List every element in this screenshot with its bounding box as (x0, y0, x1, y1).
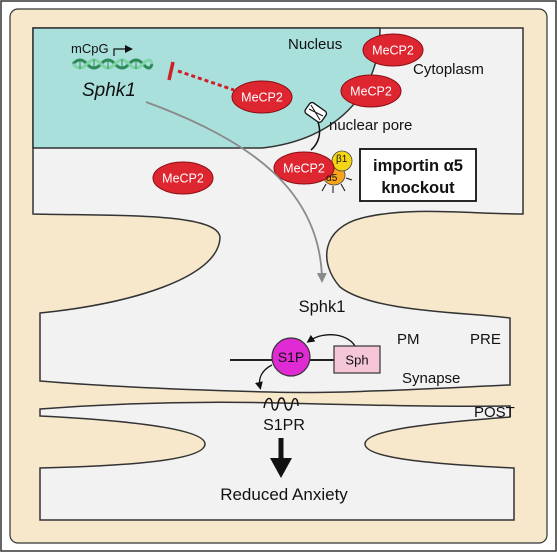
cytoplasm-label: Cytoplasm (413, 61, 484, 78)
receptor-icon (263, 397, 299, 411)
importin-knockout-box (359, 148, 477, 202)
post-label: POST (474, 404, 515, 421)
importin-label: importin α5 (373, 157, 463, 175)
down-arrow-icon (270, 458, 292, 478)
sphk1-protein-label: Sphk1 (299, 298, 346, 316)
alpha5-label: α5 (326, 173, 338, 184)
pore-connector (310, 121, 321, 151)
knockout-label: knockout (381, 179, 455, 197)
svg-text:MeCP2: MeCP2 (350, 85, 392, 99)
pre-label: PRE (470, 331, 501, 348)
outcome-label: Reduced Anxiety (220, 485, 348, 504)
mecp2-protein: MeCP2 (340, 74, 402, 108)
nuclear-pore-label: nuclear pore (329, 117, 412, 134)
mcpg-label: mCpG (71, 41, 109, 56)
sparkle-icon (321, 177, 353, 193)
svg-text:MeCP2: MeCP2 (241, 91, 283, 105)
sph-box (333, 345, 381, 374)
transcription-start-arrow-icon (113, 45, 133, 56)
phosphorylation-arrow (306, 334, 357, 349)
s1pr-label: S1PR (263, 417, 305, 434)
nuclear-pore-icon (304, 101, 328, 123)
pm-label: PM (397, 331, 420, 348)
beta1-label: β1 (336, 154, 348, 165)
mecp2-protein: MeCP2 (231, 80, 293, 114)
svg-text:MeCP2: MeCP2 (162, 172, 204, 186)
sphk1-gene-label: Sphk1 (82, 80, 136, 101)
expression-arrow (145, 101, 327, 283)
importin-complex: MeCP2 β1 α5 (273, 150, 353, 193)
synapse-label: Synapse (402, 370, 460, 387)
mecp2-protein: MeCP2 (152, 161, 214, 195)
nucleus-label: Nucleus (288, 36, 342, 53)
svg-text:MeCP2: MeCP2 (372, 44, 414, 58)
importin-beta1 (331, 150, 353, 172)
s1p-label: S1P (278, 349, 304, 365)
mecp2-protein: MeCP2 (362, 33, 424, 67)
sph-label: Sph (345, 353, 368, 368)
repression-bar-icon (167, 61, 175, 81)
mecp2-protein: MeCP2 (283, 162, 325, 176)
dna-helix-icon (71, 58, 154, 70)
repression-line (177, 69, 235, 92)
release-arrow (255, 364, 273, 390)
s1p-circle (271, 337, 311, 377)
